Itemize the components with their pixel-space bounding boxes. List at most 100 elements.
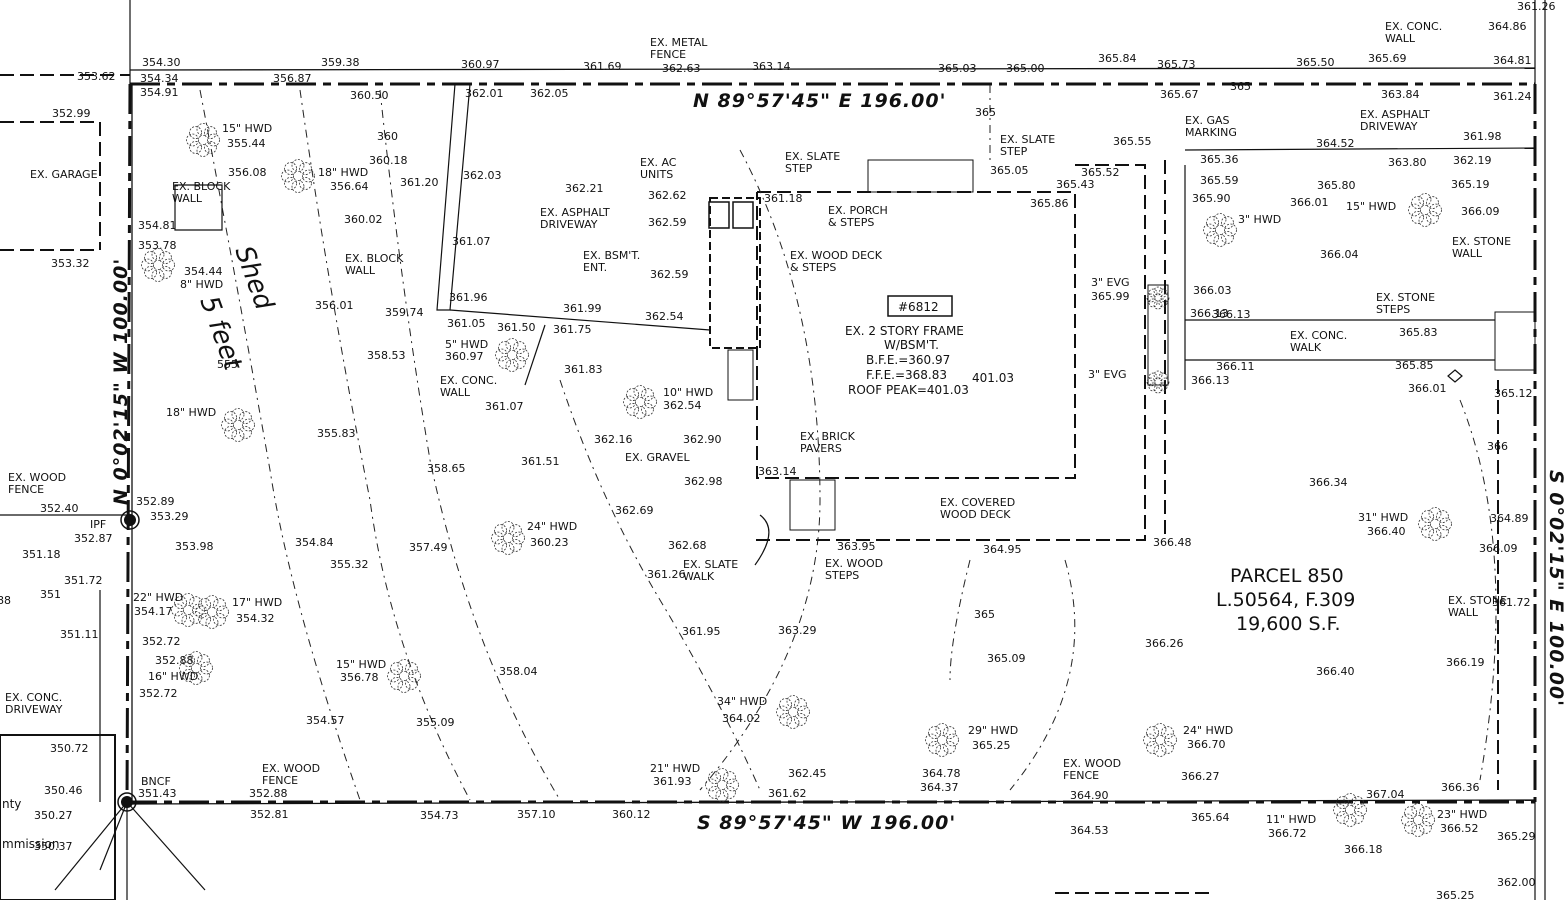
spot-elevation: 365.80 [1317,179,1356,192]
spot-elevation: 366.13 [1190,307,1229,320]
spot-elevation: 363.14 [752,60,791,73]
spot-elevation: 352.40 [40,502,79,515]
spot-elevation: 361.51 [521,455,560,468]
spot-elevation: 366.11 [1216,360,1255,373]
spot-elevation: 362.90 [683,433,722,446]
tree-label: 11" HWD [1266,813,1316,826]
house-peak: ROOF PEAK=401.03 [848,383,969,397]
spot-elevation: 350.27 [34,809,73,822]
feature-label: EX. CONC.WALK [1290,329,1347,354]
house-ffe: F.F.E.=368.83 [866,368,947,382]
tree-icon [705,768,739,802]
spot-elevation: 366.52 [1440,822,1479,835]
spot-elevation: 352.99 [52,107,91,120]
tree-label: 16" HWD [148,670,198,683]
spot-elevation: 363.80 [1388,156,1427,169]
tree-icon [495,338,529,372]
spot-elevation: 365.64 [1191,811,1230,824]
tree-icon [179,651,213,685]
spot-elevation: 363.29 [778,624,817,637]
spot-elevation: 365 [974,608,995,621]
spot-elevation: 362.00 [1497,876,1536,889]
spot-elevation: 364.90 [1070,789,1109,802]
spot-elevation: 353.32 [51,257,90,270]
spot-elevation: 366.19 [1446,656,1485,669]
spot-elevation: 366.40 [1316,665,1355,678]
spot-elevation: 352.72 [139,687,178,700]
tree-label: 29" HWD [968,724,1018,737]
spot-elevation: 366.04 [1320,248,1359,261]
spot-elevation: 361.98 [1463,130,1502,143]
ipf-marker [124,514,136,526]
site-features [174,83,1536,790]
tree-icon [1146,286,1170,310]
spot-elevation: 365.29 [1497,830,1536,843]
spot-elevation: 352.88 [249,787,288,800]
parcel-name: PARCEL 850 [1230,565,1344,587]
spot-elevation: 361.95 [682,625,721,638]
spot-elevation: 364.37 [920,781,959,794]
spot-elevation: 362.59 [648,216,687,229]
spot-elevation: 365.84 [1098,52,1137,65]
tree-icon [281,159,315,193]
tree-label: 31" HWD [1358,511,1408,524]
tree-label: 5" HWD [445,338,488,351]
tree-label: 3" EVG [1091,276,1130,289]
block-wall-south [449,309,711,331]
spot-elevation: 358.65 [427,462,466,475]
spot-elevation: 363.14 [758,465,797,478]
spot-elevation: 364.02 [722,712,761,725]
feature-label: EX. CONC.DRIVEWAY [5,691,63,716]
gas-valve [1447,369,1463,383]
spot-elevation: 362.05 [530,87,569,100]
spot-elevation: 362.68 [668,539,707,552]
south-bearing: S 89°57'45" W 196.00' [697,812,956,834]
west-boundary-line [125,83,132,803]
spot-elevation: 354.91 [140,86,179,99]
spot-elevation: 364.89 [1490,512,1529,525]
spot-elevation: 360.02 [344,213,383,226]
spot-elevation: 350.37 [34,840,73,853]
tree-icon [186,123,220,157]
spot-elevation: 356.64 [330,180,369,193]
parcel-ref: L.50564, F.309 [1216,589,1355,611]
house-number: #6812 [898,300,939,314]
spot-elevation: 354.73 [420,809,459,822]
spot-elevation: 361.26 [1517,0,1556,13]
spot-elevation: 361.93 [653,775,692,788]
spot-elevation: 366.18 [1344,843,1383,856]
spot-elevation: 364.78 [922,767,961,780]
spot-elevation: 351.43 [138,787,177,800]
spot-elevation: 88 [0,594,11,607]
tree-icon [491,521,525,555]
spot-elevation: 366.34 [1309,476,1348,489]
tree-label: 24" HWD [527,520,577,533]
tree-icon [1146,370,1170,394]
tree-icon [1203,213,1237,247]
tie-line-2 [126,801,206,891]
tree-icon [1333,793,1367,827]
spot-elevation: 361.18 [764,192,803,205]
spot-elevation: 361.50 [497,321,536,334]
partial-county: nty [2,797,21,811]
spot-elevation: 362.98 [684,475,723,488]
feature-label: EX. CONC.WALL [440,374,497,399]
block-wall-shed [174,184,223,231]
contour-355 [199,89,361,801]
spot-elevation: 366.01 [1408,382,1447,395]
contour-363 [699,149,821,791]
slate-walk-edge [754,514,770,566]
tree-icon [171,593,205,627]
house-number-box [887,295,953,317]
wood-steps [789,479,836,531]
